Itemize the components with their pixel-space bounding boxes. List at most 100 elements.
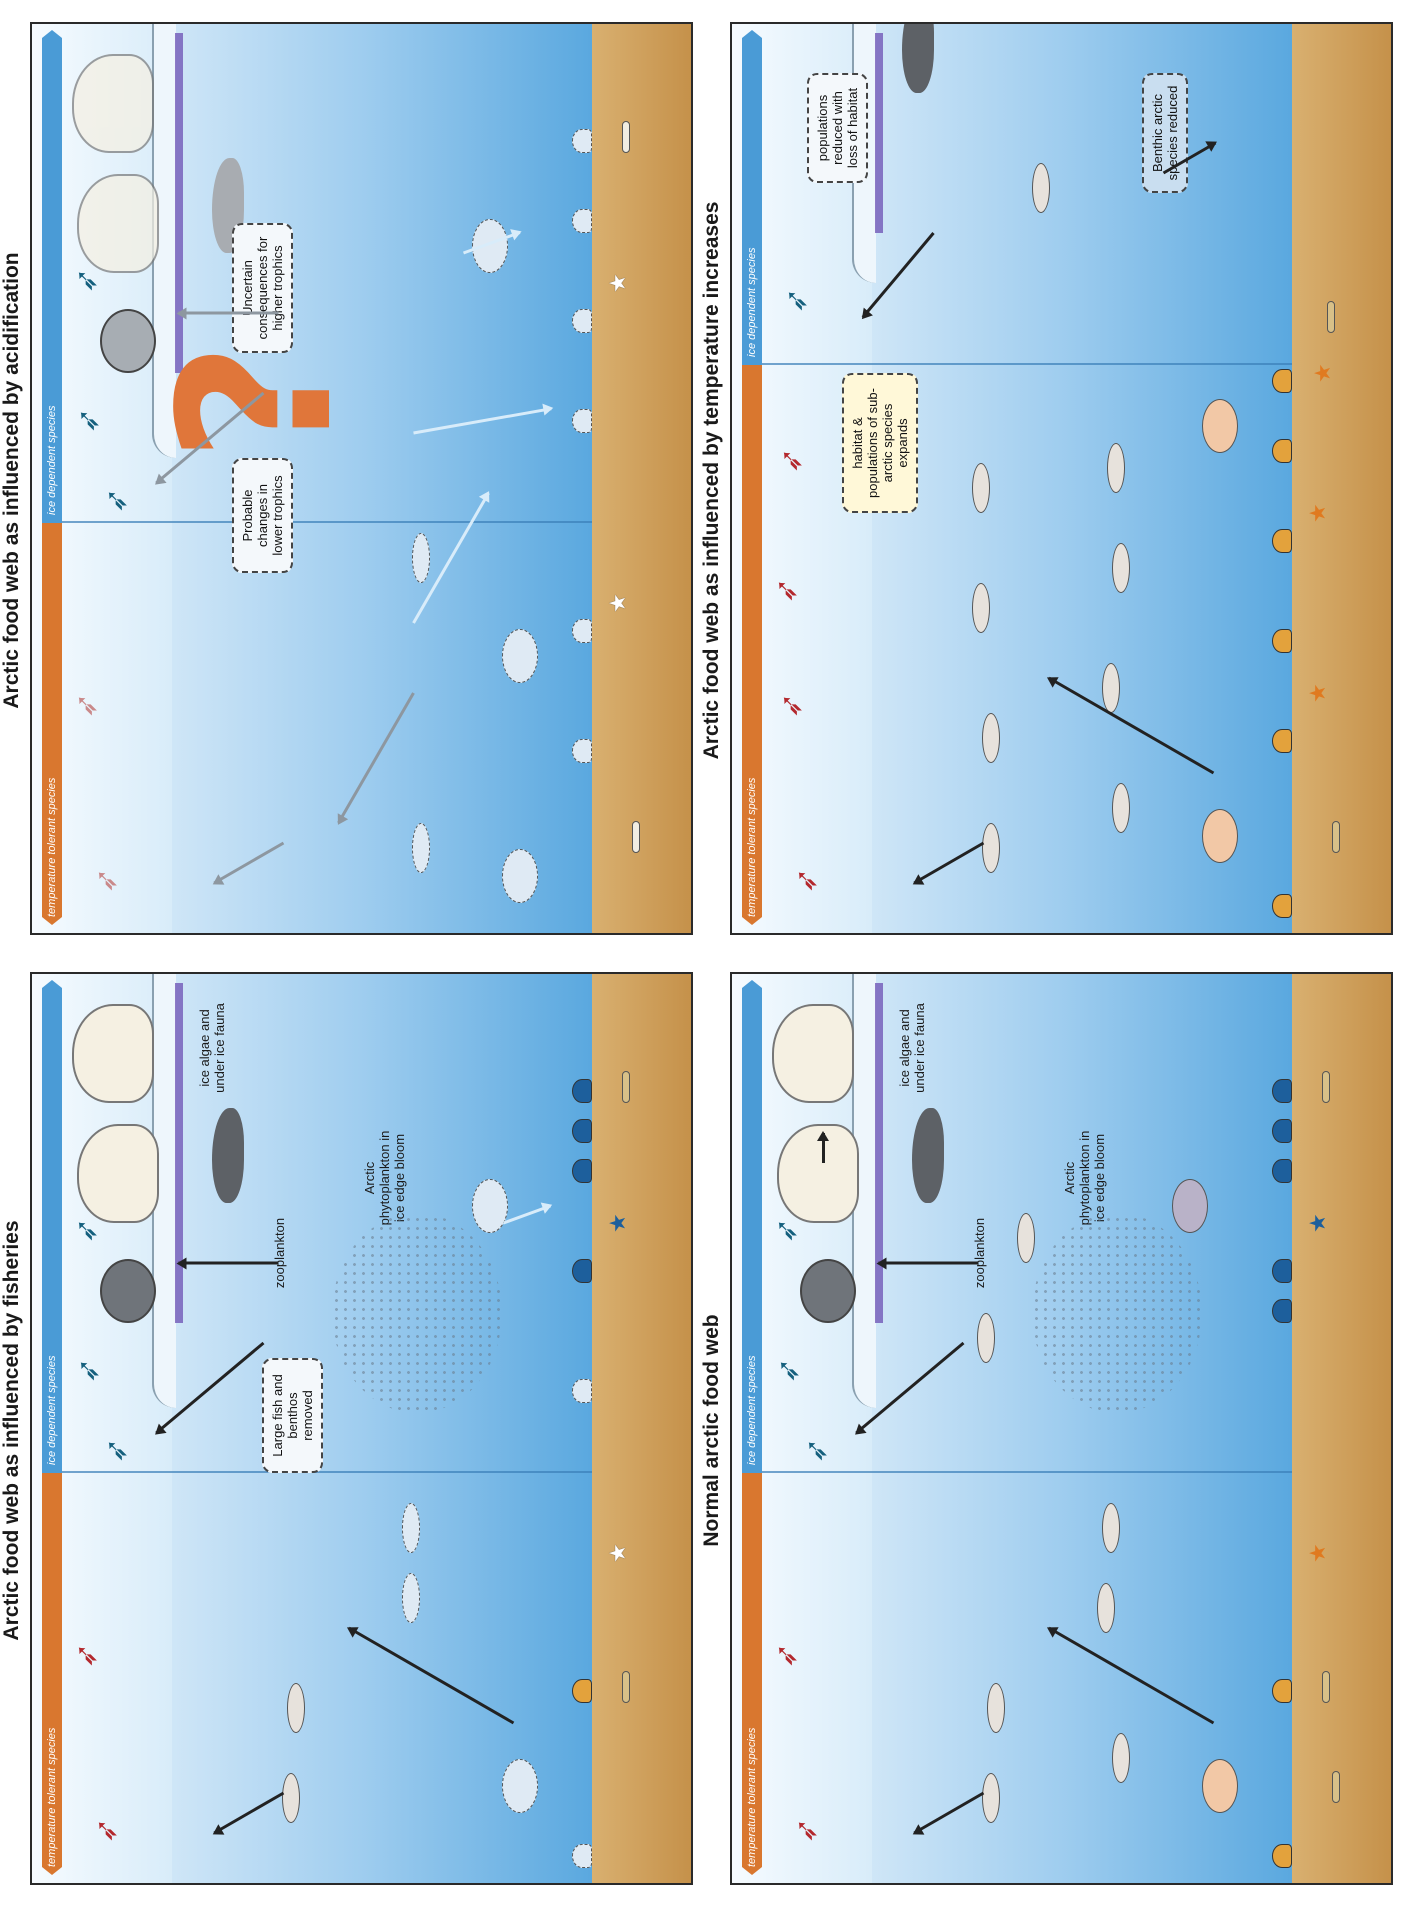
panel-fisheries: temperature tolerant species ice depende… xyxy=(30,972,693,1885)
starfish-icon: ★ xyxy=(607,273,629,293)
clam-icon xyxy=(572,1844,592,1868)
ice-algae-layer xyxy=(175,33,183,373)
bird-icon: ➶ xyxy=(74,1358,104,1383)
species-boundary-line xyxy=(762,1471,1292,1473)
tag-temperature-tolerant: temperature tolerant species xyxy=(742,365,762,925)
sea xyxy=(872,24,1292,933)
starfish-icon: ★ xyxy=(1307,503,1329,523)
polar-bear-icon xyxy=(772,1004,854,1103)
ice-algae-layer xyxy=(875,983,883,1323)
clam-icon xyxy=(1272,729,1292,753)
starfish-icon: ★ xyxy=(1312,363,1334,383)
worm-icon xyxy=(1322,1071,1330,1103)
starfish-icon: ★ xyxy=(607,593,629,613)
ice-algae-layer xyxy=(175,983,183,1323)
clam-icon xyxy=(572,1679,592,1703)
fish-icon xyxy=(972,463,990,513)
polar-bear-icon xyxy=(72,1004,154,1103)
bird-icon: ➶ xyxy=(72,268,102,293)
panel-normal: temperature tolerant species ice depende… xyxy=(730,972,1393,1885)
title-temperature: Arctic food web as influenced by tempera… xyxy=(700,26,724,935)
clam-icon xyxy=(572,739,592,763)
flatfish-icon xyxy=(1202,809,1238,863)
title-normal: Normal arctic food web xyxy=(700,976,724,1885)
bird-icon: ➶ xyxy=(72,693,102,718)
clam-icon xyxy=(572,619,592,643)
arrow xyxy=(822,1133,825,1163)
clam-icon xyxy=(1272,1844,1292,1868)
fish-icon xyxy=(402,1573,420,1623)
clam-icon xyxy=(1272,439,1292,463)
clam-icon xyxy=(572,309,592,333)
polar-bear-icon xyxy=(77,1124,159,1223)
starfish-icon: ★ xyxy=(1307,1213,1329,1233)
fish-icon xyxy=(1032,163,1050,213)
fish-icon xyxy=(1112,1733,1130,1783)
bird-icon: ➶ xyxy=(772,1218,802,1243)
polar-bear-icon xyxy=(77,174,159,273)
polar-bear-icon xyxy=(72,54,154,153)
flatfish-icon xyxy=(1202,1759,1238,1813)
seal-icon xyxy=(912,1108,944,1203)
fish-icon xyxy=(1112,783,1130,833)
flatfish-icon xyxy=(1172,1179,1208,1233)
fish-icon xyxy=(972,583,990,633)
flatfish-icon xyxy=(502,629,538,683)
worm-icon xyxy=(622,1071,630,1103)
bird-icon: ➶ xyxy=(777,693,807,718)
flatfish-icon xyxy=(1202,399,1238,453)
tag-temperature-tolerant: temperature tolerant species xyxy=(42,1473,62,1875)
clam-icon xyxy=(1272,1259,1292,1283)
worm-icon xyxy=(632,821,640,853)
bird-icon: ➶ xyxy=(792,868,822,893)
fish-icon xyxy=(1107,443,1125,493)
fish-icon xyxy=(282,1773,300,1823)
panel-acidification: temperature tolerant species ice depende… xyxy=(30,22,693,935)
clam-icon xyxy=(1272,894,1292,918)
bird-icon: ➶ xyxy=(72,1218,102,1243)
fish-icon xyxy=(1112,543,1130,593)
species-boundary-line xyxy=(762,363,1292,365)
label-zooplankton: zooplankton xyxy=(272,1213,287,1293)
clam-icon xyxy=(572,1119,592,1143)
phytoplankton-bloom xyxy=(1032,1213,1202,1413)
bird-icon: ➶ xyxy=(772,1643,802,1668)
walrus-icon xyxy=(800,1259,856,1323)
tag-ice-dependent: ice dependent species xyxy=(742,30,762,365)
species-boundary-line xyxy=(62,521,592,523)
fish-icon xyxy=(287,1683,305,1733)
benthic-reduced-box: Benthic arctic species reduced xyxy=(1142,73,1188,193)
starfish-icon: ★ xyxy=(607,1543,629,1563)
clam-icon xyxy=(572,209,592,233)
clam-icon xyxy=(1272,1299,1292,1323)
clam-icon xyxy=(572,129,592,153)
seabed xyxy=(1292,974,1391,1883)
seabed xyxy=(592,974,691,1883)
starfish-icon: ★ xyxy=(1307,683,1329,703)
arrow xyxy=(179,312,279,315)
probable-changes-box: Probable changes in lower trophics xyxy=(232,458,293,573)
clam-icon xyxy=(1272,1679,1292,1703)
fish-icon xyxy=(1102,663,1120,713)
worm-icon xyxy=(1332,821,1340,853)
fish-icon xyxy=(1017,1213,1035,1263)
fish-icon xyxy=(1102,1503,1120,1553)
bird-icon: ➶ xyxy=(774,1358,804,1383)
label-ice-algae: ice algae and under ice fauna xyxy=(197,1003,227,1093)
worm-icon xyxy=(1322,1671,1330,1703)
bird-icon: ➶ xyxy=(777,448,807,473)
fish-icon xyxy=(987,1683,1005,1733)
fish-icon xyxy=(1097,1583,1115,1633)
title-acidification: Arctic food web as influenced by acidifi… xyxy=(0,26,24,935)
flatfish-icon xyxy=(502,1759,538,1813)
fish-icon xyxy=(982,713,1000,763)
clam-icon xyxy=(572,1379,592,1403)
flatfish-icon xyxy=(502,849,538,903)
clam-icon xyxy=(1272,1079,1292,1103)
uncertain-consequences-box: Uncertain consequences for higher trophi… xyxy=(232,223,293,353)
label-zooplankton: zooplankton xyxy=(972,1213,987,1293)
clam-icon xyxy=(1272,529,1292,553)
fish-icon xyxy=(982,823,1000,873)
bird-icon: ➶ xyxy=(102,488,132,513)
